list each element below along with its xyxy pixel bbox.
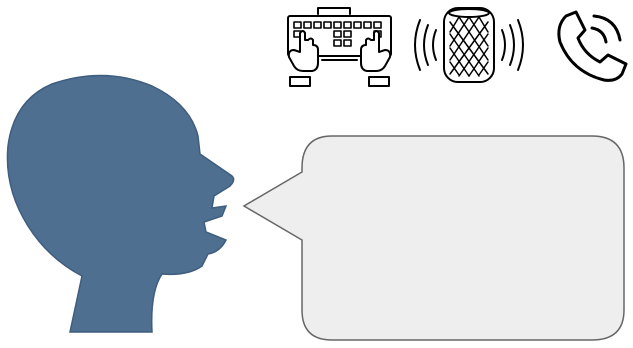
phone-call-icon [557, 10, 628, 82]
speech-bubble [242, 135, 625, 341]
smart-speaker-icon [414, 7, 524, 83]
keyboard-typing-icon [287, 7, 392, 87]
speech-bubble-text [316, 150, 606, 330]
speaking-head-icon [6, 74, 235, 333]
